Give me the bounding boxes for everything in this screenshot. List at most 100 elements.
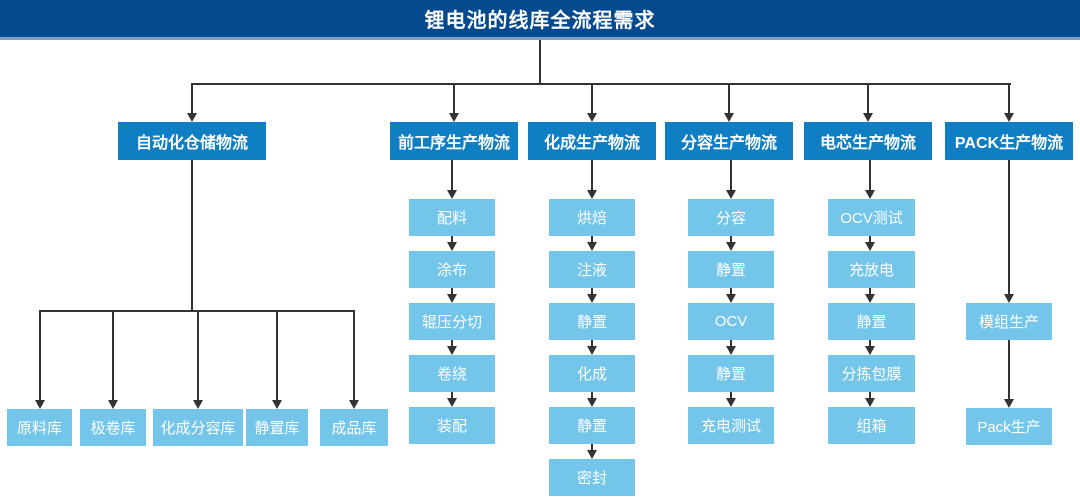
process-step-box: Pack生产 [966,408,1052,445]
category-box-grading-logistics: 分容生产物流 [665,122,793,160]
connector-line-v [591,392,593,399]
arrowhead-down-icon [865,190,875,199]
arrowhead-down-icon [108,400,118,409]
process-step-box: 分拣包膜 [828,355,915,392]
category-box-cell-logistics: 电芯生产物流 [804,122,932,160]
connector-line-h [191,83,1011,85]
connector-line-v [353,310,355,400]
arrowhead-down-icon [449,113,459,122]
connector-line-v [451,340,453,347]
warehouse-box-raw-material: 原料库 [7,409,72,446]
connector-line-v [869,288,871,295]
process-step-box: 静置 [828,303,915,340]
connector-line-v [869,160,871,190]
connector-line-v [869,236,871,243]
process-step-box: 充放电 [828,251,915,288]
connector-line-v [591,160,593,190]
arrowhead-down-icon [865,242,875,251]
arrowhead-down-icon [587,113,597,122]
connector-line-v [451,160,453,190]
arrowhead-down-icon [447,294,457,303]
arrowhead-down-icon [726,398,736,407]
connector-line-v [730,236,732,243]
arrowhead-down-icon [1004,399,1014,408]
connector-line-v [197,310,199,400]
warehouse-box-formation-grading: 化成分容库 [153,409,243,446]
connector-line-v [730,160,732,190]
connector-line-v [1008,83,1010,114]
process-step-box: 静置 [688,251,774,288]
arrowhead-down-icon [447,346,457,355]
connector-line-v [451,392,453,399]
process-step-box: 模组生产 [966,303,1052,340]
category-box-formation-logistics: 化成生产物流 [528,122,656,160]
process-step-box: 密封 [549,459,635,496]
process-step-box: 静置 [688,355,774,392]
warehouse-box-resting: 静置库 [246,409,308,446]
process-step-box: OCV [688,303,774,340]
arrowhead-down-icon [865,294,875,303]
connector-line-v [728,83,730,114]
arrowhead-down-icon [726,346,736,355]
arrowhead-down-icon [272,400,282,409]
process-step-box: 注液 [549,251,635,288]
arrowhead-down-icon [447,398,457,407]
process-step-box: 涂布 [409,251,495,288]
connector-line-v [869,340,871,347]
title-bar: 锂电池的线库全流程需求 [0,0,1080,40]
arrowhead-down-icon [863,113,873,122]
connector-line-v [453,83,455,114]
arrowhead-down-icon [726,242,736,251]
arrowhead-down-icon [587,242,597,251]
process-step-box: 化成 [549,355,635,392]
arrowhead-down-icon [587,450,597,459]
arrowhead-down-icon [726,294,736,303]
category-box-preprocess-logistics: 前工序生产物流 [390,122,518,160]
arrowhead-down-icon [349,400,359,409]
arrowhead-down-icon [1004,294,1014,303]
process-step-box: 静置 [549,303,635,340]
process-step-box: 烘焙 [549,199,635,236]
arrowhead-down-icon [1004,113,1014,122]
arrowhead-down-icon [726,190,736,199]
connector-line-v [730,288,732,295]
connector-line-v [39,310,41,400]
process-step-box: 静置 [549,407,635,444]
connector-line-v [730,392,732,399]
connector-line-v [191,160,193,310]
process-step-box: 组箱 [828,407,915,444]
category-box-warehouse-logistics: 自动化仓储物流 [118,122,266,160]
connector-line-v [591,444,593,451]
connector-line-v [591,340,593,347]
connector-line-v [730,340,732,347]
arrowhead-down-icon [35,400,45,409]
arrowhead-down-icon [865,346,875,355]
connector-line-v [539,40,541,83]
warehouse-box-electrode-roll: 极卷库 [80,409,146,446]
process-step-box: 充电测试 [688,407,774,444]
connector-line-v [1008,340,1010,399]
process-step-box: 辊压分切 [409,303,495,340]
connector-line-v [451,236,453,243]
page-title: 锂电池的线库全流程需求 [424,10,656,32]
category-box-pack-logistics: PACK生产物流 [945,122,1073,160]
connector-line-v [112,310,114,400]
connector-line-v [591,236,593,243]
process-step-box: 分容 [688,199,774,236]
connector-line-v [591,288,593,295]
connector-line-v [276,310,278,400]
connector-line-v [869,392,871,399]
process-step-box: 卷绕 [409,355,495,392]
process-step-box: 装配 [409,407,495,444]
connector-line-v [867,83,869,114]
arrowhead-down-icon [447,190,457,199]
arrowhead-down-icon [587,346,597,355]
process-step-box: OCV测试 [828,199,915,236]
arrowhead-down-icon [193,400,203,409]
process-step-box: 配料 [409,199,495,236]
arrowhead-down-icon [447,242,457,251]
warehouse-box-finished-goods: 成品库 [320,409,388,446]
arrowhead-down-icon [587,190,597,199]
connector-line-v [191,83,193,114]
